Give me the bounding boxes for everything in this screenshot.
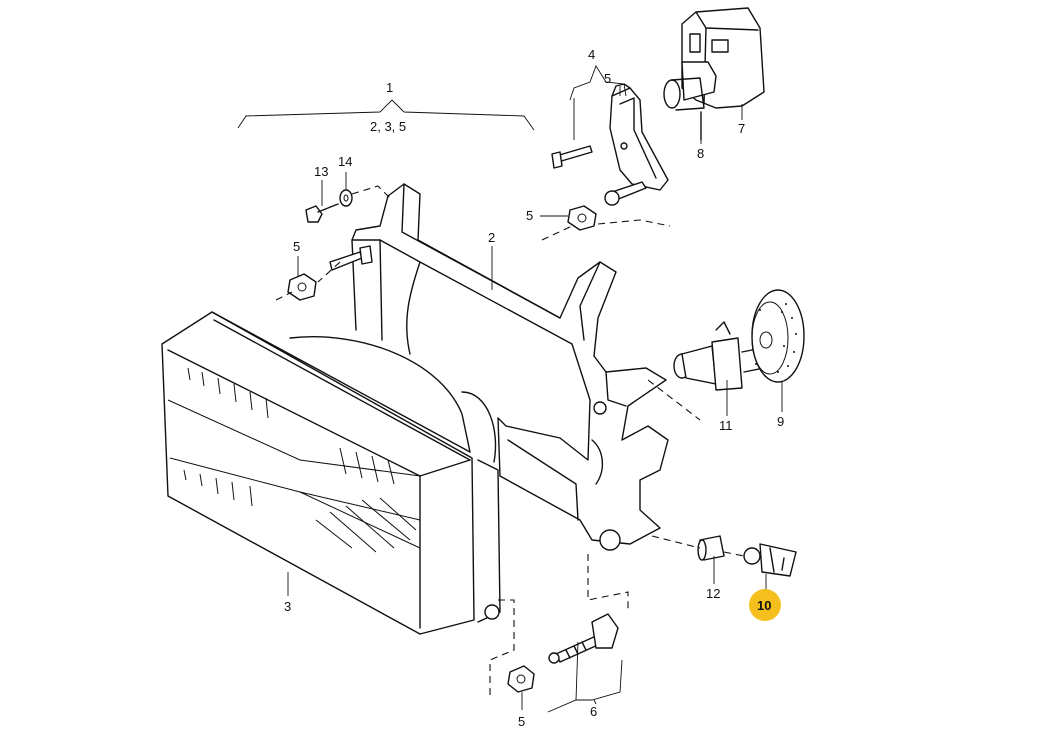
- callout-8[interactable]: 8: [697, 146, 704, 161]
- callout-5-bottom[interactable]: 5: [518, 714, 525, 729]
- parking-bulb[interactable]: [697, 535, 725, 561]
- adjuster-bracket[interactable]: [609, 83, 669, 191]
- callout-5-left[interactable]: 5: [293, 239, 300, 254]
- rubber-cap[interactable]: [751, 289, 805, 383]
- callout-2[interactable]: 2: [488, 230, 495, 245]
- bulb-holder[interactable]: [743, 543, 797, 577]
- callout-3[interactable]: 3: [284, 599, 291, 614]
- bracket-screw[interactable]: [551, 145, 593, 169]
- callout-14[interactable]: 14: [338, 154, 352, 169]
- callout-4[interactable]: 4: [588, 47, 595, 62]
- callout-10[interactable]: 10: [757, 598, 771, 613]
- washer-14[interactable]: [339, 189, 353, 207]
- clip-nut-bottom[interactable]: [507, 665, 535, 693]
- callout-5-mid[interactable]: 5: [526, 208, 533, 223]
- clip-nut-left[interactable]: [287, 273, 317, 301]
- headlamp-housing[interactable]: [161, 311, 501, 635]
- dashed-guides: [275, 185, 745, 696]
- callout-13[interactable]: 13: [314, 164, 328, 179]
- mounting-frame[interactable]: [351, 183, 669, 551]
- callout-1[interactable]: 1: [386, 80, 393, 95]
- callout-7[interactable]: 7: [738, 121, 745, 136]
- adjusting-screw[interactable]: [548, 613, 619, 664]
- frame-screw-top[interactable]: [604, 181, 647, 206]
- highlight-marker[interactable]: [749, 589, 781, 621]
- clip-nut-mid[interactable]: [567, 205, 597, 231]
- frame-screw-left[interactable]: [329, 245, 373, 271]
- leader-lines: [237, 64, 783, 713]
- h4-bulb[interactable]: [673, 321, 765, 391]
- callout-labels: 1 2, 3, 5 2 3 4 5 5 5 5 6 7 8 9 10 11 12…: [284, 47, 784, 729]
- callout-11[interactable]: 11: [719, 418, 733, 433]
- callout-12[interactable]: 12: [706, 586, 720, 601]
- callout-6[interactable]: 6: [590, 704, 597, 719]
- callout-5-top[interactable]: 5: [604, 71, 611, 86]
- callout-1-sub: 2, 3, 5: [370, 119, 406, 134]
- headlight-range-motor[interactable]: [663, 7, 765, 111]
- callout-9[interactable]: 9: [777, 414, 784, 429]
- screw-13[interactable]: [305, 203, 339, 223]
